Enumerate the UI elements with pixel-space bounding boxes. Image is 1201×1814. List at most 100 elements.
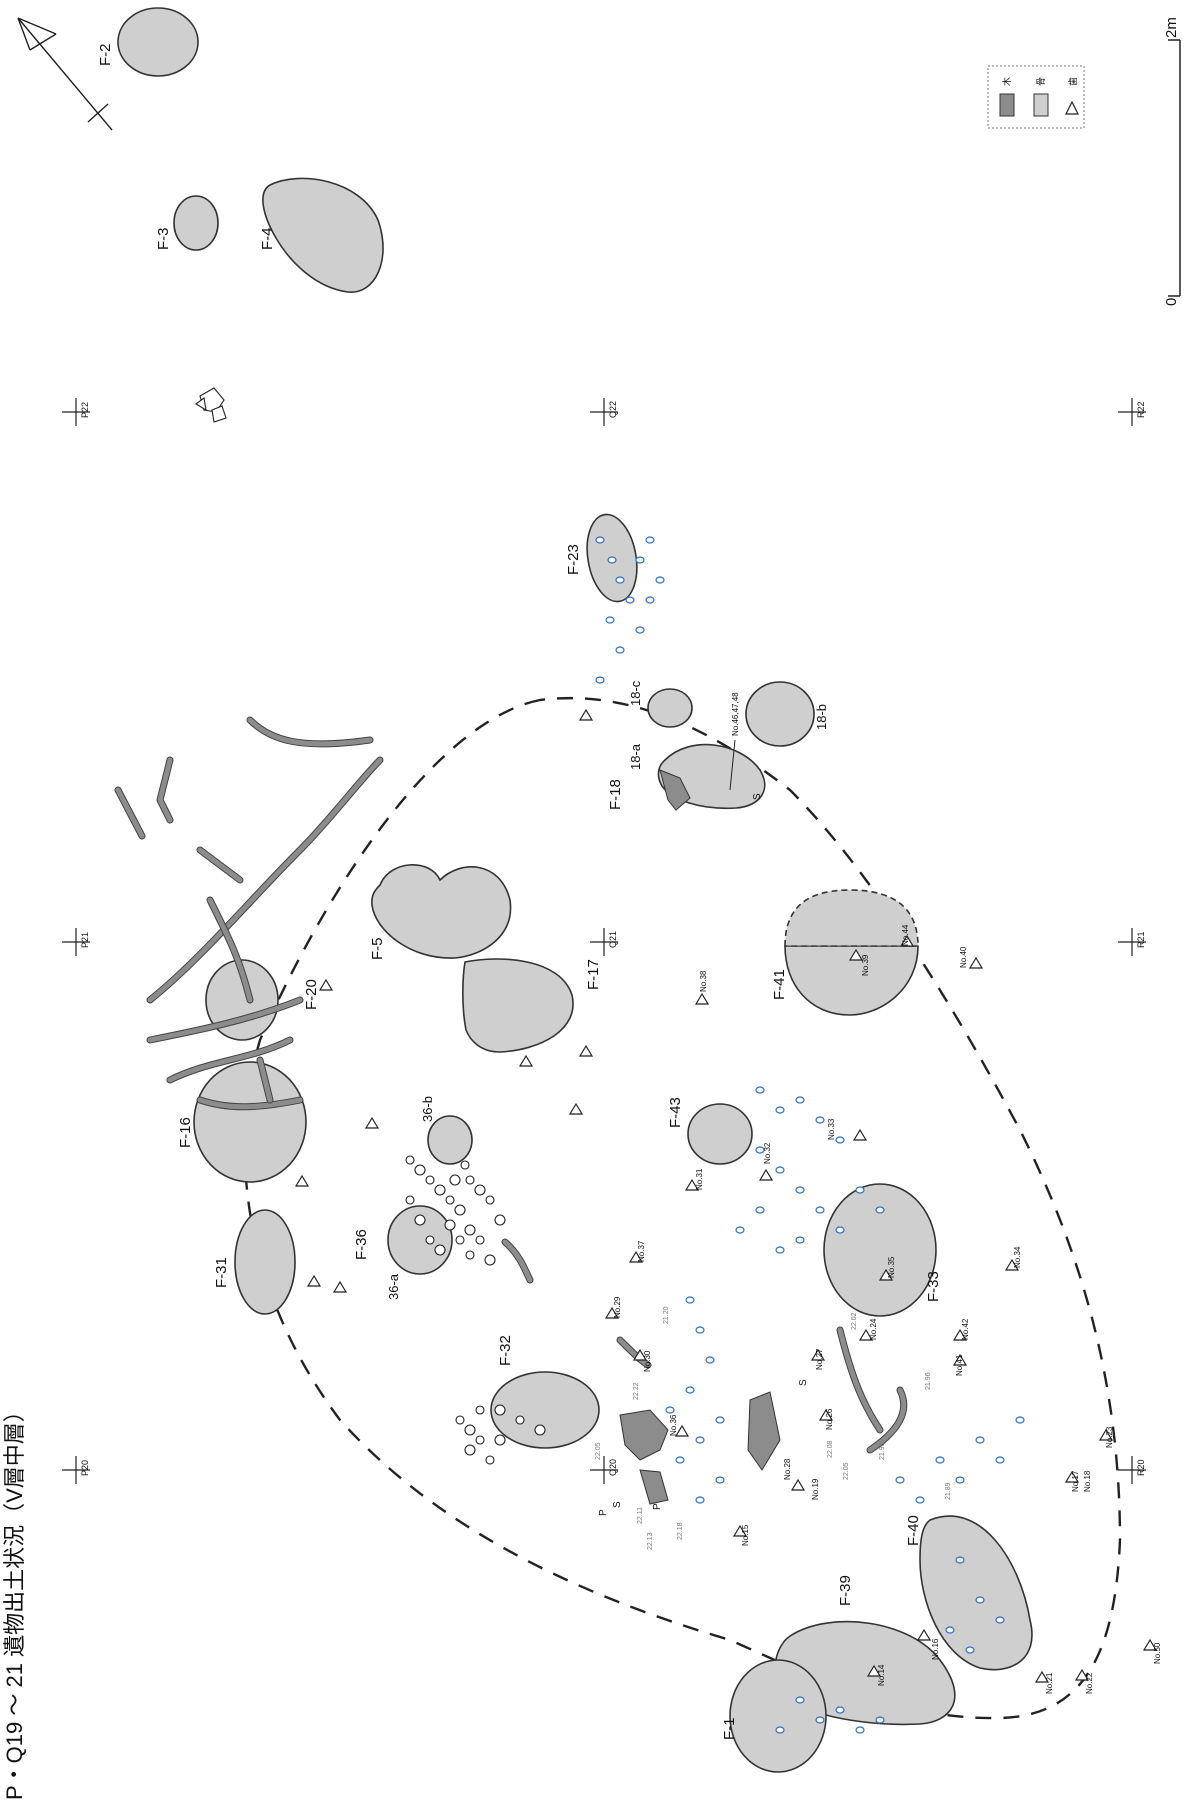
grid-label-Q21: Q21: [608, 931, 618, 948]
scale-zero-label: 0: [1163, 298, 1180, 306]
label-18-a: 18-a: [628, 743, 643, 770]
stone-cluster-F-32: [455, 1404, 546, 1465]
triangle-icon: [758, 1168, 774, 1181]
grid-label-P22: P22: [80, 402, 90, 418]
triangle-icon: [628, 1250, 644, 1263]
label-F-36: F-36: [353, 1229, 370, 1260]
triangle-icon: [684, 1178, 700, 1191]
triangle-icon: [578, 1044, 594, 1057]
grid-label-R22: R22: [1136, 401, 1146, 418]
find-label-16: No.16: [931, 1638, 940, 1660]
bone-scatter: [595, 536, 1025, 1734]
find-label-30: No.30: [643, 1350, 652, 1372]
pit-F-2: [117, 7, 199, 77]
triangle-icon: [848, 948, 864, 961]
marker-S-1: S: [752, 793, 763, 800]
pit-F-17: [462, 958, 574, 1053]
label-F-33: F-33: [925, 1271, 942, 1302]
find-label-34: No.34: [1013, 1246, 1022, 1268]
elev-10: 21.89: [945, 1482, 952, 1500]
rock-cluster-icon: [195, 387, 227, 423]
elev-9: 21.90: [879, 1442, 886, 1460]
wood-lower: [616, 1326, 908, 1505]
triangle-icon: [818, 1408, 834, 1421]
pit-F-32: [490, 1371, 600, 1449]
find-label-15: No.15: [741, 1524, 750, 1546]
elev-4: 22.08: [827, 1440, 834, 1458]
elev-5: 22.22: [633, 1382, 640, 1400]
triangle-icon: [858, 1328, 874, 1341]
triangle-icon: [306, 1274, 322, 1287]
pit-36-b: [427, 1115, 473, 1165]
find-label-50: No.50: [1153, 1642, 1162, 1664]
legend-label-wood: 木: [1001, 77, 1012, 86]
find-label-22: No.22: [1085, 1672, 1094, 1694]
find-label-46-47-48: No.46,47,48: [731, 692, 740, 736]
pit-F-3: [173, 195, 219, 251]
label-F-43: F-43: [667, 1097, 684, 1128]
find-label-39: No.39: [861, 954, 870, 976]
triangle-icon: [604, 1306, 620, 1319]
find-label-36: No.36: [669, 1414, 678, 1436]
grid-label-R21: R21: [1136, 931, 1146, 948]
marker-S-3: S: [612, 1501, 623, 1508]
find-triangles: [294, 708, 1158, 1683]
wood-F-18: [659, 769, 691, 811]
tooth-triangle-icon: [1065, 100, 1079, 115]
triangle-icon: [866, 1664, 882, 1677]
pit-F-5: [371, 864, 512, 959]
elev-7: 22.13: [647, 1532, 654, 1550]
label-F-2: F-2: [97, 44, 114, 67]
triangle-icon: [578, 708, 594, 721]
triangle-icon: [1142, 1638, 1158, 1651]
marker-P-2: P: [652, 1503, 663, 1510]
find-label-29: No.29: [613, 1296, 622, 1318]
find-label-21: No.21: [1045, 1672, 1054, 1694]
elev-6: 22.11: [637, 1507, 644, 1524]
triangle-icon: [518, 1054, 534, 1067]
bone-swatch: [1033, 93, 1049, 117]
triangle-icon: [294, 1174, 310, 1187]
elev-1: 22.02: [851, 1312, 858, 1330]
north-arrow-icon: [17, 17, 113, 131]
grid-label-P20: P20: [80, 1460, 90, 1476]
pit-F-31: [234, 1209, 296, 1315]
pit-18-c: [647, 688, 693, 728]
triangle-icon: [632, 1348, 648, 1361]
label-F-5: F-5: [369, 938, 386, 961]
find-label-18: No.18: [1083, 1470, 1092, 1492]
triangle-icon: [952, 1328, 968, 1341]
label-36-b: 36-b: [420, 1096, 435, 1122]
find-label-28: No.28: [783, 1458, 792, 1480]
pit-F-1: [729, 1659, 827, 1773]
find-label-23: No.23: [1105, 1426, 1114, 1448]
map-title: P・Q19 ～ 21 遺物出土状況（V層中層）: [2, 1400, 27, 1800]
label-18-c: 18-c: [628, 680, 643, 706]
triangle-icon: [1098, 1428, 1114, 1441]
label-36-a: 36-a: [386, 1273, 401, 1300]
pit-F-16: [193, 1061, 307, 1183]
pit-36-a: [387, 1205, 453, 1275]
pit-F-33: [823, 1183, 937, 1317]
pit-F-20: [205, 959, 279, 1041]
grid-label-R20: R20: [1136, 1459, 1146, 1476]
label-F-4: F-4: [259, 228, 276, 251]
find-label-40: No.40: [959, 946, 968, 968]
label-F-41: F-41: [771, 969, 788, 1000]
triangle-icon: [1074, 1668, 1090, 1681]
find-label-44: No.44: [901, 924, 910, 946]
label-F-39: F-39: [837, 1575, 854, 1606]
find-label-14: No.14: [877, 1664, 886, 1686]
elevation-labels: 22.02 21.96 22.05 22.08 22.22 22.11 22.1…: [595, 1306, 952, 1550]
label-F-40: F-40: [905, 1515, 922, 1546]
scale-bar: [1168, 39, 1181, 297]
legend: 木 骨 歯: [987, 65, 1085, 129]
label-F-31: F-31: [213, 1257, 230, 1288]
triangle-icon: [790, 1478, 806, 1491]
elev-2: 21.96: [925, 1372, 932, 1390]
label-F-18: F-18: [607, 779, 624, 810]
triangle-icon: [1064, 1470, 1080, 1483]
triangle-icon: [878, 1268, 894, 1281]
triangle-icon: [968, 956, 984, 969]
